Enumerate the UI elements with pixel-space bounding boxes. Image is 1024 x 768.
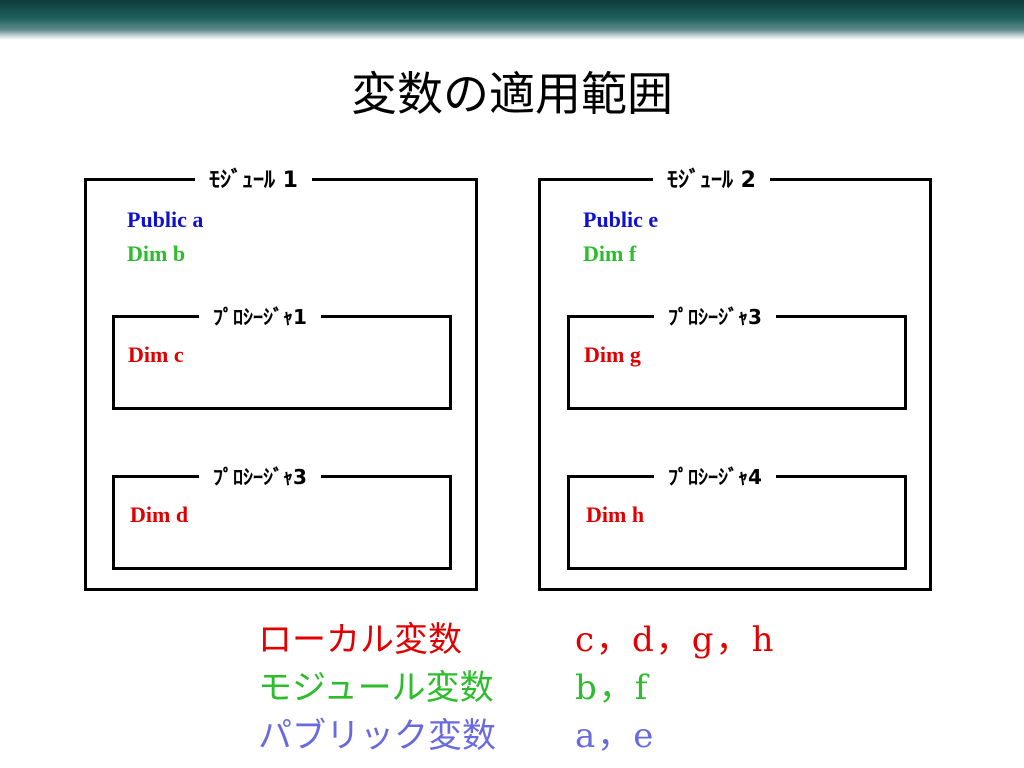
header-bar xyxy=(0,0,1024,40)
procedure-4-label: ﾌﾟﾛｼｰｼﾞｬ4 xyxy=(654,461,776,490)
module-1-dim-decl: Dim b xyxy=(127,241,186,266)
procedure-3-label-module-2: ﾌﾟﾛｼｰｼﾞｬ3 xyxy=(654,301,776,330)
procedure-1-decl: Dim c xyxy=(128,342,184,367)
module-1-box: ﾓｼﾞｭｰﾙ 1 Public a Dim b ﾌﾟﾛｼｰｼﾞｬ1 Dim c … xyxy=(84,162,478,591)
legend-module-name: モジュール変数 xyxy=(258,668,494,708)
legend-local-vars: c，d，g，h xyxy=(575,620,776,660)
procedure-3-decl-module-2: Dim g xyxy=(584,342,641,367)
procedure-1-label: ﾌﾟﾛｼｰｼﾞｬ1 xyxy=(199,301,321,330)
legend-local-name: ローカル変数 xyxy=(258,620,462,660)
procedure-3-box-module-1: ﾌﾟﾛｼｰｼﾞｬ3 Dim d xyxy=(112,461,452,570)
module-2-label: ﾓｼﾞｭｰﾙ 2 xyxy=(653,162,770,194)
procedure-3-decl-module-1: Dim d xyxy=(130,502,189,527)
module-2-box: ﾓｼﾞｭｰﾙ 2 Public e Dim f ﾌﾟﾛｼｰｼﾞｬ3 Dim g … xyxy=(538,162,932,591)
procedure-4-decl: Dim h xyxy=(586,502,645,527)
legend-public-name: パブリック変数 xyxy=(258,716,496,756)
procedure-1-box: ﾌﾟﾛｼｰｼﾞｬ1 Dim c xyxy=(112,301,452,410)
legend-module-vars: b，f xyxy=(575,668,650,708)
module-1-label: ﾓｼﾞｭｰﾙ 1 xyxy=(195,162,312,194)
legend-public-vars: a，e xyxy=(575,716,656,756)
procedure-3-box-module-2: ﾌﾟﾛｼｰｼﾞｬ3 Dim g xyxy=(567,301,907,410)
module-1-public-decl: Public a xyxy=(127,207,204,232)
procedure-3-label-module-1: ﾌﾟﾛｼｰｼﾞｬ3 xyxy=(199,461,321,490)
module-2-public-decl: Public e xyxy=(583,207,659,232)
procedure-4-box: ﾌﾟﾛｼｰｼﾞｬ4 Dim h xyxy=(567,461,907,570)
module-2-dim-decl: Dim f xyxy=(583,241,637,266)
slide-title: 変数の適用範囲 xyxy=(351,67,673,121)
